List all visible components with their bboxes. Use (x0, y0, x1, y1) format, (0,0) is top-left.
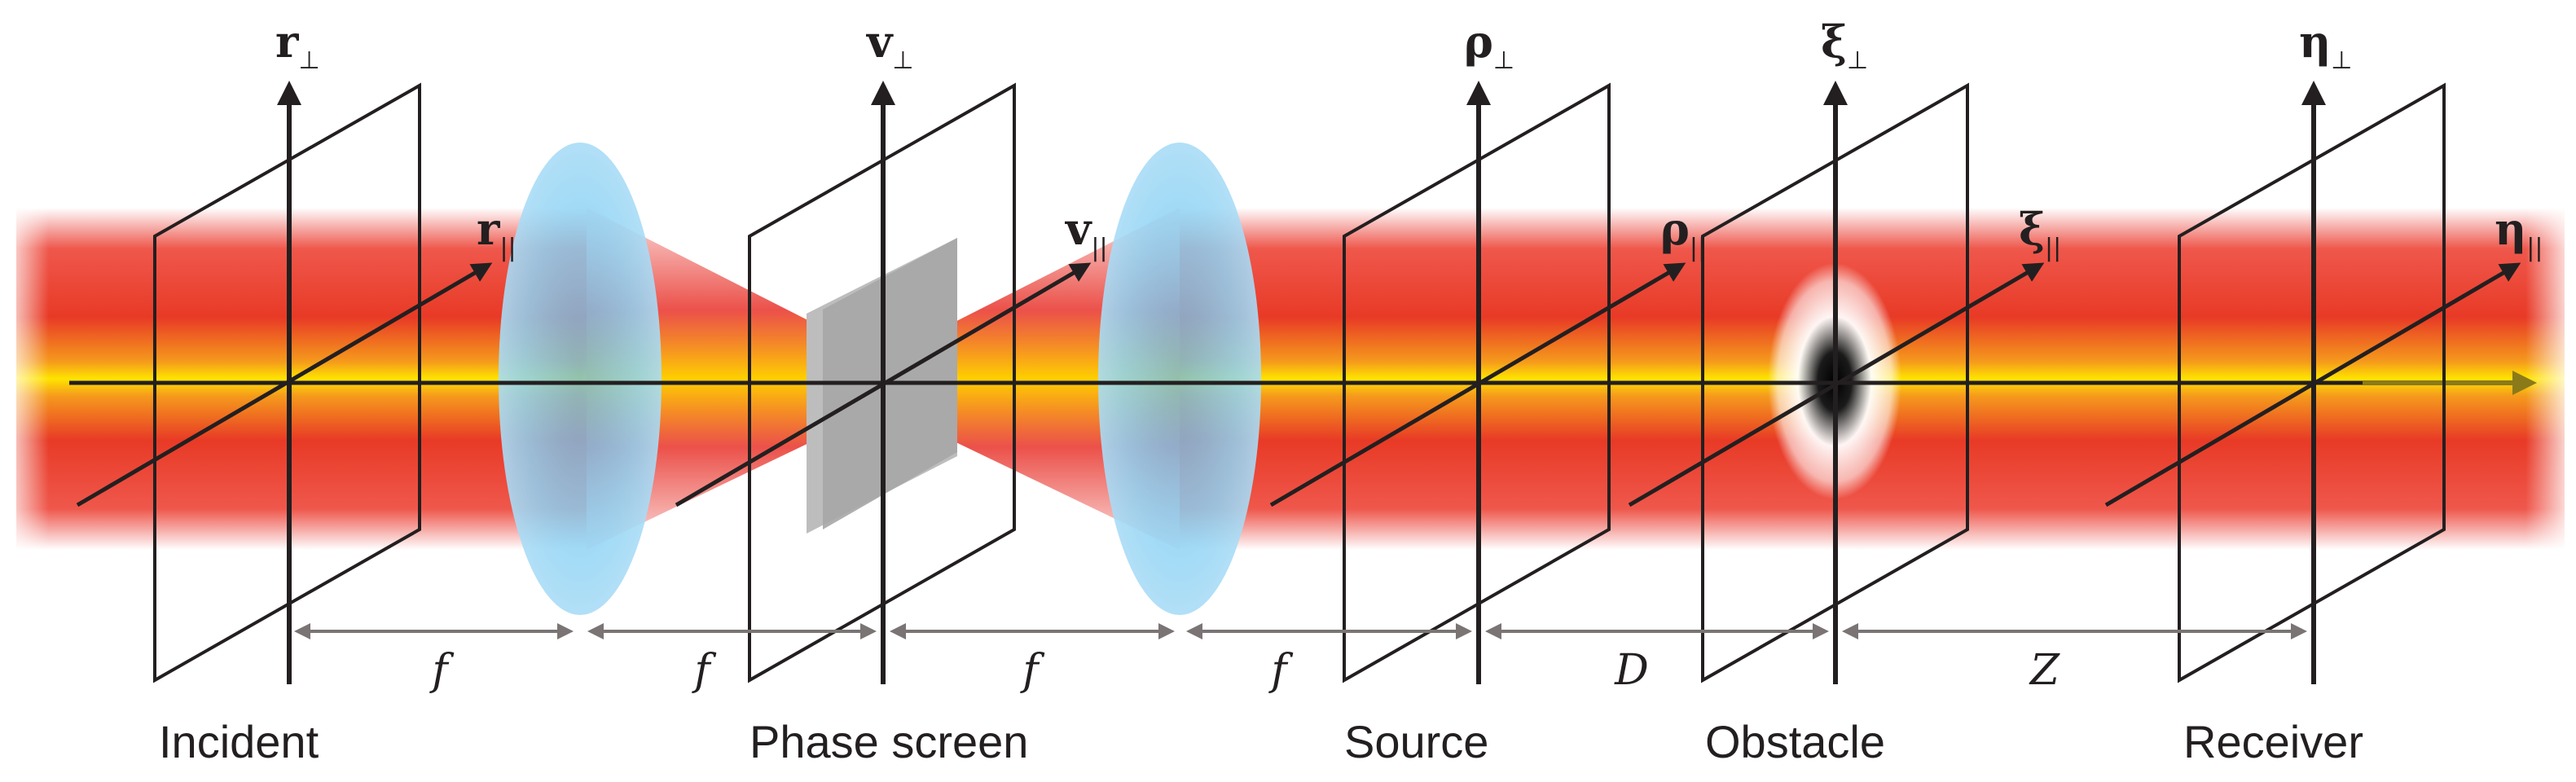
axis-label-perp-obstacle: ξ⊥ (1821, 15, 1868, 75)
axis-label-parallel-phase-screen: v|| (1065, 203, 1108, 262)
axis-label-perp-source: ρ⊥ (1464, 15, 1514, 75)
distance-label-6: Z (2029, 646, 2060, 695)
lens-1 (499, 143, 662, 615)
axis-label-parallel-receiver: η|| (2495, 203, 2543, 262)
axis-label-parallel-incident: r|| (477, 203, 517, 262)
distance-label-5: D (1614, 646, 1649, 695)
distance-label-1: f (429, 646, 454, 695)
plane-incident-frame (153, 82, 421, 683)
plane-label-obstacle: Obstacle (1705, 716, 1885, 767)
axis-parallel-incident (76, 262, 493, 507)
distance-label-3: f (1019, 646, 1044, 695)
plane-receiver-frame (2178, 82, 2446, 683)
plane-label-incident: Incident (159, 716, 319, 767)
axis-label-parallel-obstacle: ξ|| (2019, 203, 2061, 262)
plane-label-receiver: Receiver (2183, 716, 2363, 767)
axis-label-perp-incident: r⊥ (275, 15, 320, 75)
plane-obstacle-frame (1701, 82, 1969, 683)
plane-label-phase-screen: Phase screen (750, 716, 1028, 767)
beam-fade-left (0, 196, 49, 562)
axis-label-parallel-source: ρ|| (1660, 203, 1706, 262)
lens-2 (1098, 143, 1261, 615)
axis-label-perp-phase-screen: v⊥ (866, 15, 914, 75)
beam-cone-converging (587, 208, 883, 550)
distance-label-2: f (691, 646, 716, 695)
distance-label-4: f (1268, 646, 1293, 695)
plane-phase-screen-frame (748, 82, 1016, 683)
axis-label-perp-receiver: η⊥ (2299, 15, 2352, 75)
plane-label-source: Source (1344, 716, 1488, 767)
plane-source-frame (1343, 82, 1611, 683)
